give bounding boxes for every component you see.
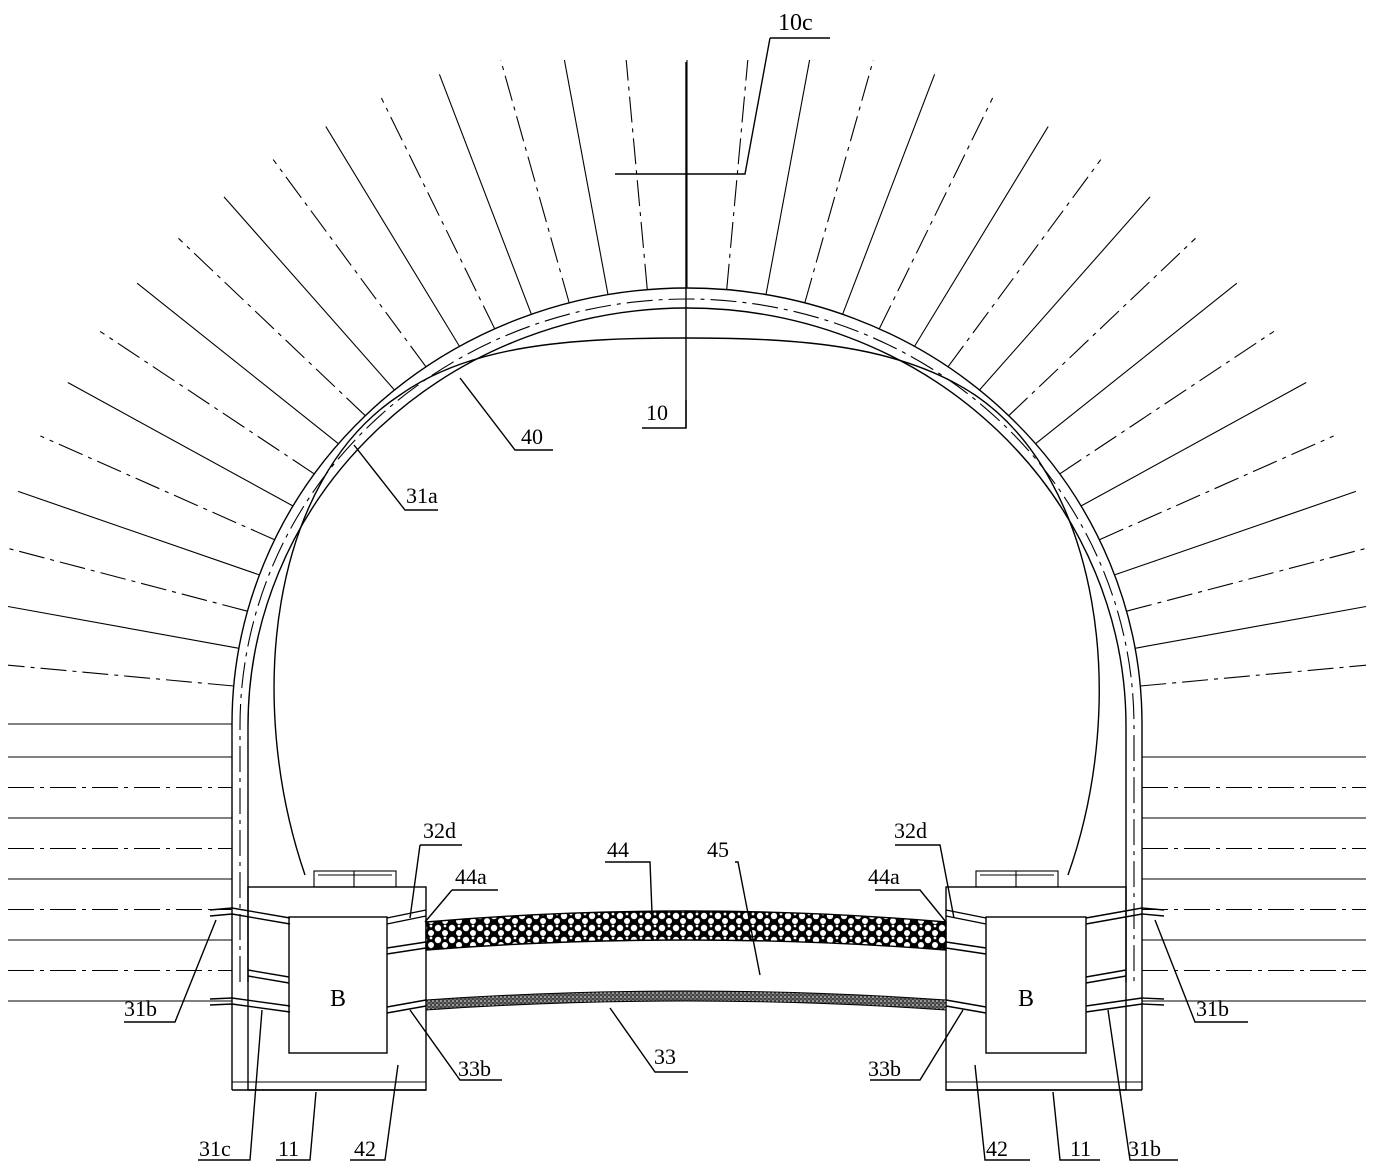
anchor-bolt <box>947 159 1102 368</box>
drain-pipes <box>209 907 1165 1014</box>
anchor-bolt <box>223 196 395 391</box>
anchor-bolt <box>1080 382 1307 507</box>
anchor-bolt <box>1008 237 1196 417</box>
initial-support-inner-outline <box>247 307 1127 982</box>
label-45: 45 <box>707 837 729 862</box>
label-31b-right: 31b <box>1196 996 1229 1021</box>
label-32d-right: 32d <box>894 818 927 843</box>
anchor-bolt <box>914 126 1049 347</box>
anchor-bolt <box>325 126 460 347</box>
anchor-bolt <box>438 74 532 315</box>
anchor-bolt <box>1035 282 1238 445</box>
anchor-bolt <box>272 159 427 368</box>
label-32d-left: 32d <box>423 818 456 843</box>
waterproof-layer <box>239 298 1135 982</box>
label-31b-bottom: 31b <box>1128 1136 1161 1161</box>
label-B-right: B <box>1018 986 1034 1012</box>
anchor-bolt <box>1135 605 1367 649</box>
label-44a-left: 44a <box>455 864 487 889</box>
anchor-bolt <box>500 59 570 304</box>
anchor-bolt <box>17 490 260 576</box>
label-31c: 31c <box>199 1136 231 1161</box>
label-11-right: 11 <box>1070 1136 1091 1161</box>
anchor-bolt <box>99 330 315 475</box>
anchor-bolt <box>1140 664 1367 687</box>
anchor-bolt <box>7 605 239 649</box>
right-ditch-block <box>985 916 1087 1054</box>
label-10: 10 <box>646 400 668 425</box>
gravel-drainage-layer <box>425 910 947 951</box>
side-wall-bolts <box>8 756 1366 1002</box>
anchor-bolt <box>7 664 234 687</box>
anchor-bolt <box>563 59 609 295</box>
radial-anchor-bolts <box>7 59 1367 725</box>
label-B-left: B <box>330 986 346 1012</box>
sand-filter-layer <box>425 990 947 1011</box>
label-40: 40 <box>521 424 543 449</box>
label-42-right: 42 <box>986 1136 1008 1161</box>
anchor-bolt <box>67 382 294 507</box>
left-trough-cover <box>313 870 397 888</box>
label-11-left: 11 <box>278 1136 299 1161</box>
anchor-bolt <box>726 59 749 290</box>
label-44: 44 <box>607 837 629 862</box>
label-31a: 31a <box>406 483 438 508</box>
anchor-bolt <box>842 74 936 315</box>
anchor-bolt <box>804 59 874 304</box>
outer-lining-outline <box>231 287 1143 1090</box>
label-44a-right: 44a <box>868 864 900 889</box>
right-trough-cover <box>975 870 1059 888</box>
leader-lines <box>124 37 1248 1161</box>
label-33b-right: 33b <box>868 1056 901 1081</box>
anchor-bolt <box>625 59 648 290</box>
anchor-bolt <box>765 59 811 295</box>
label-10c: 10c <box>778 10 813 36</box>
label-31b-left: 31b <box>124 996 157 1021</box>
anchor-bolt <box>1114 490 1357 576</box>
anchor-bolt <box>178 237 366 417</box>
label-33: 33 <box>654 1044 676 1069</box>
anchor-bolt <box>979 196 1151 391</box>
anchor-bolt <box>136 282 339 445</box>
anchor-bolt <box>40 435 275 541</box>
left-ditch-block <box>288 916 388 1054</box>
anchor-bolt <box>878 97 994 330</box>
label-33b-left: 33b <box>458 1056 491 1081</box>
anchor-bolt <box>1099 435 1334 541</box>
anchor-bolt <box>1059 330 1275 475</box>
anchor-bolt <box>380 97 496 330</box>
label-42-left: 42 <box>354 1136 376 1161</box>
